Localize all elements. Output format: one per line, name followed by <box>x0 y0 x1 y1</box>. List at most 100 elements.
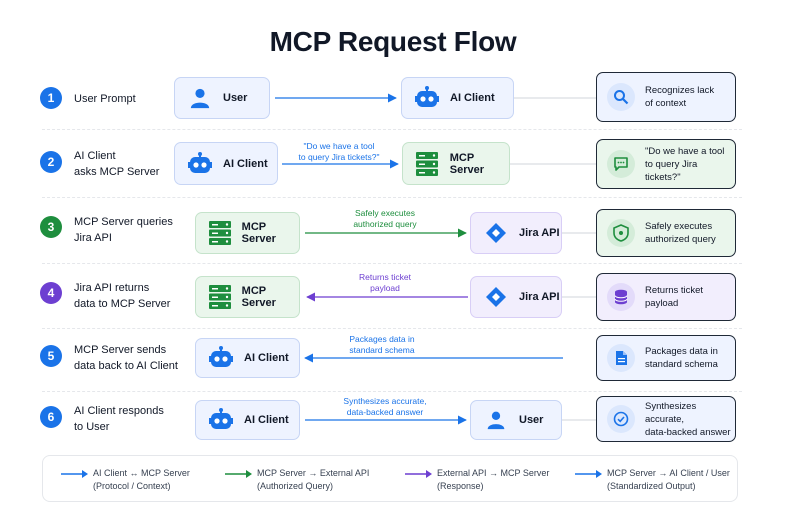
step-label-line1: MCP Server queries <box>74 216 173 228</box>
side-line1: Recognizes lack <box>645 85 715 96</box>
check-circle-icon <box>607 405 635 433</box>
row-divider <box>42 263 742 264</box>
side-line2: authorized query <box>645 234 716 245</box>
node-label: Jira API <box>519 227 560 239</box>
step-label-line2: to User <box>74 421 110 433</box>
shield-icon <box>607 219 635 247</box>
legend-arrow-blue <box>61 470 88 478</box>
side-line1: Safely executes <box>645 221 713 232</box>
side-line2: to query Jira tickets?" <box>645 158 698 183</box>
node-label: Jira API <box>519 291 560 303</box>
server-icon <box>411 151 444 176</box>
jira-api-node: Jira API <box>470 276 562 318</box>
step-label: AI Client responds to User <box>74 403 164 435</box>
arrow-label: Synthesizes accurate,data-backed answer <box>343 396 427 417</box>
step-label-line1: User Prompt <box>74 93 136 105</box>
side-line1: "Do we have a tool <box>645 145 725 157</box>
side-line1: Packages data in <box>645 346 718 357</box>
step-number: 6 <box>40 406 62 428</box>
step-number: 1 <box>40 87 62 109</box>
jira-icon <box>479 222 513 244</box>
side-note-4: Returns ticket payload <box>596 273 736 321</box>
robot-icon <box>204 346 238 370</box>
legend-arrow-green <box>225 470 252 478</box>
node-label: MCP Server <box>449 151 484 176</box>
row-divider <box>42 129 742 130</box>
mcp-server-node: MCP Server <box>195 276 300 318</box>
row-divider <box>42 197 742 198</box>
user-icon <box>183 87 217 109</box>
ai-client-node: AI Client <box>195 338 300 378</box>
step-label-line1: Jira API returns <box>74 282 150 294</box>
row-divider <box>42 391 742 392</box>
step-label-line2: data to MCP Server <box>74 298 171 310</box>
side-line2: standard schema <box>645 359 718 370</box>
user-icon <box>479 410 513 430</box>
mcp-server-node: MCP Server <box>402 142 510 185</box>
legend-item: MCP Server → AI Client / User(Standardiz… <box>607 468 730 491</box>
step-label-line2: Jira API <box>74 232 112 244</box>
side-note-5: Packages data in standard schema <box>596 335 736 381</box>
step-number: 5 <box>40 345 62 367</box>
step-number: 4 <box>40 282 62 304</box>
legend-item: MCP Server → External API(Authorized Que… <box>257 468 370 491</box>
legend-arrow-blue <box>575 470 602 478</box>
step-label: MCP Server sends data back to AI Client <box>74 342 178 374</box>
step-number: 2 <box>40 151 62 173</box>
ai-client-node: AI Client <box>174 142 278 185</box>
side-line2: data-backed answer <box>645 426 731 438</box>
chat-icon <box>607 150 635 178</box>
side-note-1: Recognizes lack of context <box>596 72 736 122</box>
side-note-3: Safely executes authorized query <box>596 209 736 257</box>
side-line2: payload <box>645 298 679 309</box>
step-label-line1: MCP Server sends <box>74 344 167 356</box>
step-label: Jira API returns data to MCP Server <box>74 280 170 312</box>
legend-item: External API → MCP Server(Response) <box>437 468 550 491</box>
step-label-line1: AI Client responds <box>74 405 164 417</box>
step-label-line2: asks MCP Server <box>74 166 160 178</box>
jira-icon <box>479 286 513 308</box>
robot-icon <box>204 408 238 432</box>
side-line1: Returns ticket <box>645 285 704 296</box>
row-divider <box>42 328 742 329</box>
step-label-line2: data back to AI Client <box>74 360 178 372</box>
ai-client-node: AI Client <box>401 77 514 119</box>
mcp-server-node: MCP Server <box>195 212 300 254</box>
side-note-6: Synthesizes accurate,data-backed answer <box>596 396 736 442</box>
user-node: User <box>470 400 562 440</box>
database-icon <box>607 283 635 311</box>
side-line1: Synthesizes accurate, <box>645 400 697 425</box>
node-label: User <box>519 414 544 426</box>
node-label: AI Client <box>450 92 495 104</box>
legend-item: AI Client ↔ MCP Server(Protocol / Contex… <box>93 468 190 491</box>
step-label-line1: AI Client <box>74 150 116 162</box>
node-label: User <box>223 92 248 104</box>
node-label: AI Client <box>244 414 289 426</box>
user-node: User <box>174 77 270 119</box>
node-label: AI Client <box>223 157 268 170</box>
legend: AI Client ↔ MCP Server(Protocol / Contex… <box>42 455 738 502</box>
server-icon <box>204 285 236 309</box>
document-icon <box>607 344 635 372</box>
legend-arrow-purple <box>405 470 432 478</box>
step-label: AI Client asks MCP Server <box>74 148 159 180</box>
search-icon <box>607 83 635 111</box>
node-label: AI Client <box>244 352 289 364</box>
robot-icon <box>410 86 444 110</box>
server-icon <box>204 221 236 245</box>
step-label: User Prompt <box>74 91 136 107</box>
side-line2: of context <box>645 98 687 109</box>
step-number: 3 <box>40 216 62 238</box>
node-label: MCP Server <box>241 221 276 245</box>
node-label: MCP Server <box>241 285 276 309</box>
robot-icon <box>183 151 217 176</box>
page-title: MCP Request Flow <box>269 26 517 57</box>
jira-api-node: Jira API <box>470 212 562 254</box>
ai-client-node: AI Client <box>195 400 300 440</box>
